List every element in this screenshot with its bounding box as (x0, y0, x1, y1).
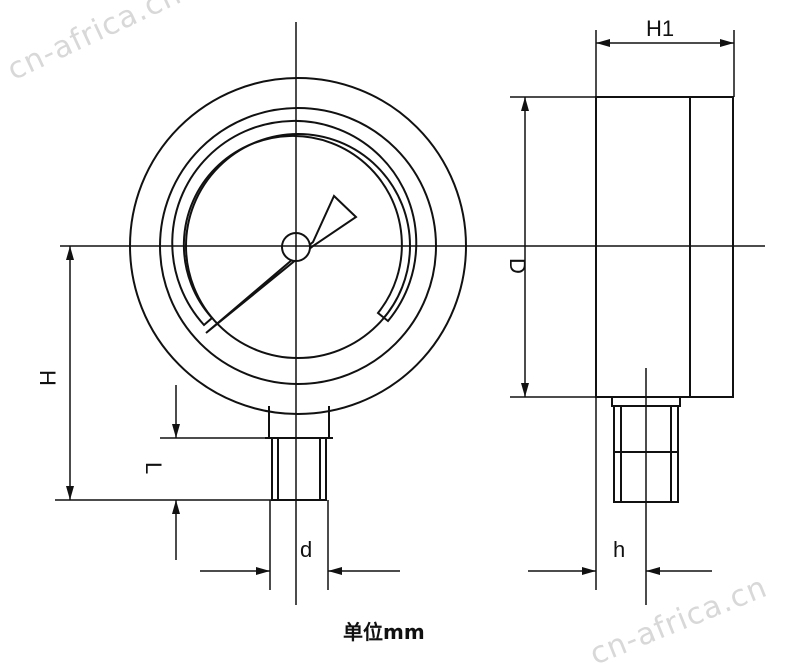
label-H: H (35, 370, 60, 386)
gauge-side-body (595, 96, 734, 398)
gauge-thread (271, 437, 327, 501)
label-L: L (141, 462, 166, 474)
label-H1: H1 (646, 16, 674, 41)
label-D: D (505, 258, 530, 274)
label-h: h (613, 537, 625, 562)
center-lines (60, 22, 765, 605)
gauge-stem (265, 406, 333, 439)
side-thread (613, 405, 679, 503)
label-d: d (300, 537, 312, 562)
gauge-scale-arc (171, 119, 418, 327)
dimension-arrows (66, 39, 734, 575)
gauge-pointer (205, 194, 358, 334)
dimension-lines (55, 30, 735, 590)
front-view (129, 77, 467, 501)
unit-caption: 单位mm (343, 620, 425, 644)
side-view (595, 96, 734, 503)
